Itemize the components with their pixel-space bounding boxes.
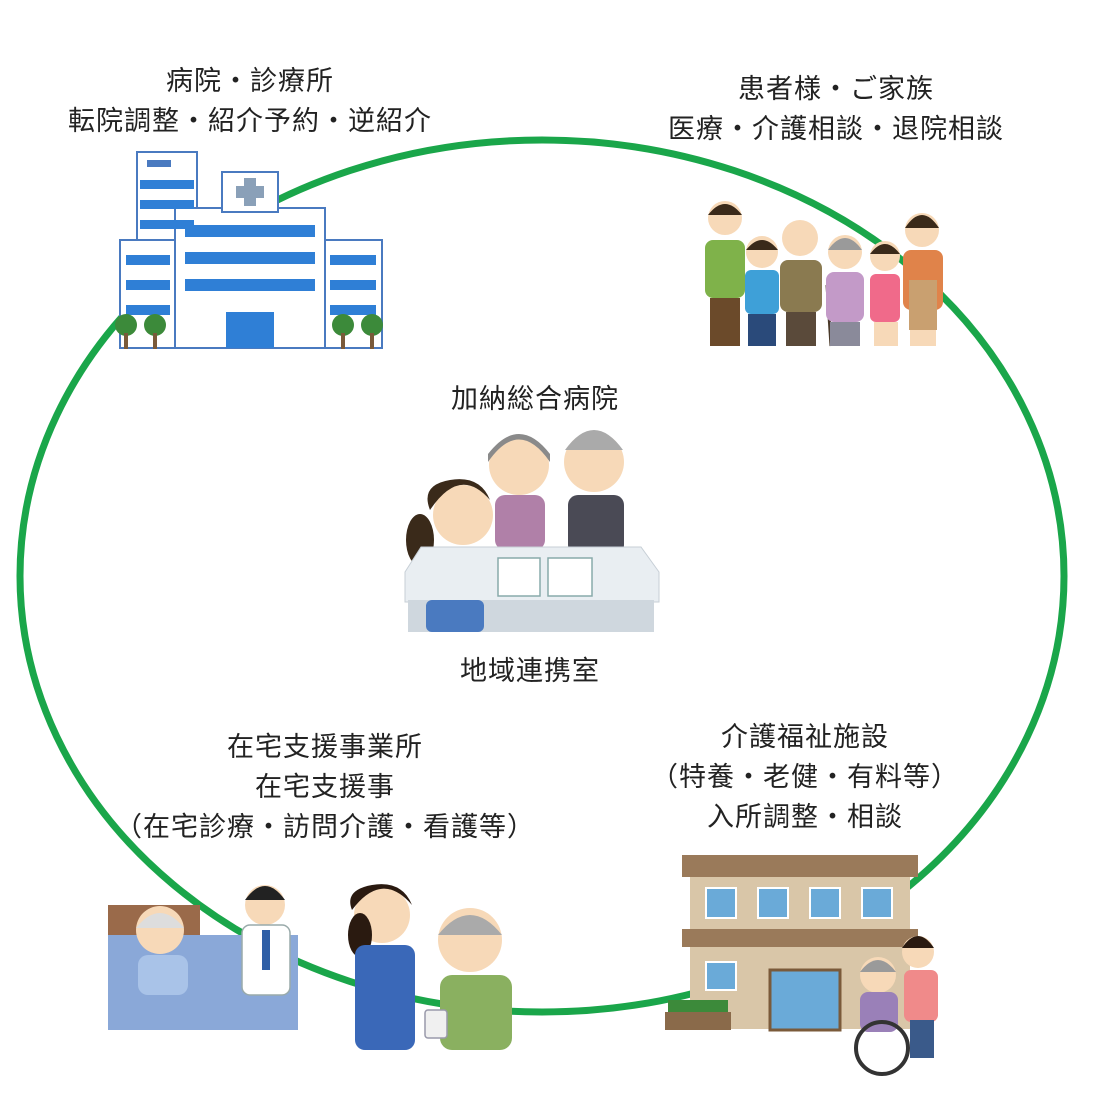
network-circle	[16, 136, 1068, 1016]
home-support-services: （在宅診療・訪問介護・看護等）	[115, 812, 535, 843]
care-facility-title: 介護福祉施設	[721, 722, 889, 753]
patients-family-label: 患者様・ご家族 医療・介護相談・退院相談	[656, 70, 1016, 150]
family-illustration	[705, 201, 943, 347]
hospital-clinic-services: 転院調整・紹介予約・逆紹介	[68, 106, 432, 137]
patients-family-title: 患者様・ご家族	[738, 74, 934, 105]
hospital-clinic-label: 病院・診療所 転院調整・紹介予約・逆紹介	[60, 62, 440, 142]
home-support-label: 在宅支援事業所 在宅支援事 （在宅診療・訪問介護・看護等）	[110, 728, 540, 848]
hospital-building-illustration	[115, 151, 383, 349]
center-title: 加納総合病院	[451, 384, 619, 415]
center-subtitle: 地域連携室	[460, 656, 600, 687]
patients-family-services: 医療・介護相談・退院相談	[668, 114, 1004, 145]
care-facility-illustration	[665, 855, 938, 1076]
home-support-title: 在宅支援事業所	[227, 732, 423, 763]
care-facility-label: 介護福祉施設 （特養・老健・有料等） 入所調整・相談	[640, 718, 970, 838]
consultation-illustration	[404, 430, 660, 632]
home-care-illustration	[108, 884, 512, 1050]
home-support-subtitle: 在宅支援事	[255, 772, 395, 803]
care-facility-services: 入所調整・相談	[707, 802, 903, 833]
hospital-clinic-title: 病院・診療所	[166, 66, 334, 97]
care-facility-types: （特養・老健・有料等）	[651, 762, 959, 793]
